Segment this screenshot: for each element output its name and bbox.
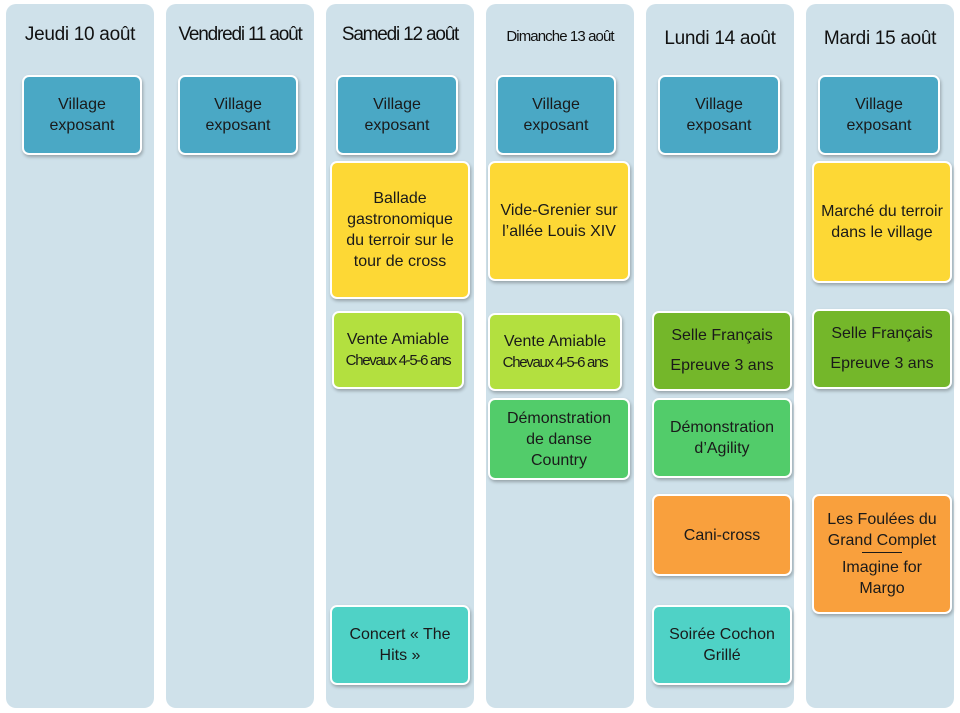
- day-column-mardi: Mardi 15 août Village exposant Marché du…: [806, 4, 954, 708]
- event-selle-francais: Selle Français Epreuve 3 ans: [652, 311, 792, 391]
- day-column-vendredi: Vendredi 11 août Village exposant: [166, 4, 314, 708]
- event-soiree-cochon-grille: Soirée Cochon Grillé: [652, 605, 792, 685]
- day-column-lundi: Lundi 14 août Village exposant Selle Fra…: [646, 4, 794, 708]
- day-column-dimanche: Dimanche 13 août Village exposant Vide-G…: [486, 4, 634, 708]
- event-cani-cross: Cani-cross: [652, 494, 792, 576]
- event-village-exposant: Village exposant: [22, 75, 142, 155]
- event-vente-amiable: Vente Amiable Chevaux 4-5-6 ans: [332, 311, 464, 389]
- day-title: Dimanche 13 août: [506, 28, 614, 45]
- event-village-exposant: Village exposant: [496, 75, 616, 155]
- event-village-exposant: Village exposant: [336, 75, 458, 155]
- day-column-jeudi: Jeudi 10 août Village exposant: [6, 4, 154, 708]
- event-vente-amiable: Vente Amiable Chevaux 4-5-6 ans: [488, 313, 622, 391]
- event-village-exposant: Village exposant: [818, 75, 940, 155]
- day-title: Mardi 15 août: [823, 28, 937, 49]
- day-title: Jeudi 10 août: [24, 24, 136, 45]
- day-title: Lundi 14 août: [664, 28, 776, 49]
- event-village-exposant: Village exposant: [658, 75, 780, 155]
- event-concert-the-hits: Concert « The Hits »: [330, 605, 470, 685]
- event-village-exposant: Village exposant: [178, 75, 298, 155]
- event-marche-du-terroir: Marché du terroir dans le village: [812, 161, 952, 283]
- day-column-samedi: Samedi 12 août Village exposant Ballade …: [326, 4, 474, 708]
- day-title: Samedi 12 août: [341, 24, 459, 45]
- day-title: Vendredi 11 août: [178, 24, 302, 45]
- event-selle-francais: Selle Français Epreuve 3 ans: [812, 309, 952, 389]
- separator-line: [862, 552, 902, 553]
- event-foulees-imagine-for-margo: Les Foulées du Grand Complet Imagine for…: [812, 494, 952, 614]
- event-demonstration-agility: Démonstration d’Agility: [652, 398, 792, 478]
- event-ballade-gastronomique: Ballade gastronomique du terroir sur le …: [330, 161, 470, 299]
- event-demonstration-danse-country: Démonstration de danse Country: [488, 398, 630, 480]
- event-vide-grenier: Vide-Grenier sur l’allée Louis XIV: [488, 161, 630, 281]
